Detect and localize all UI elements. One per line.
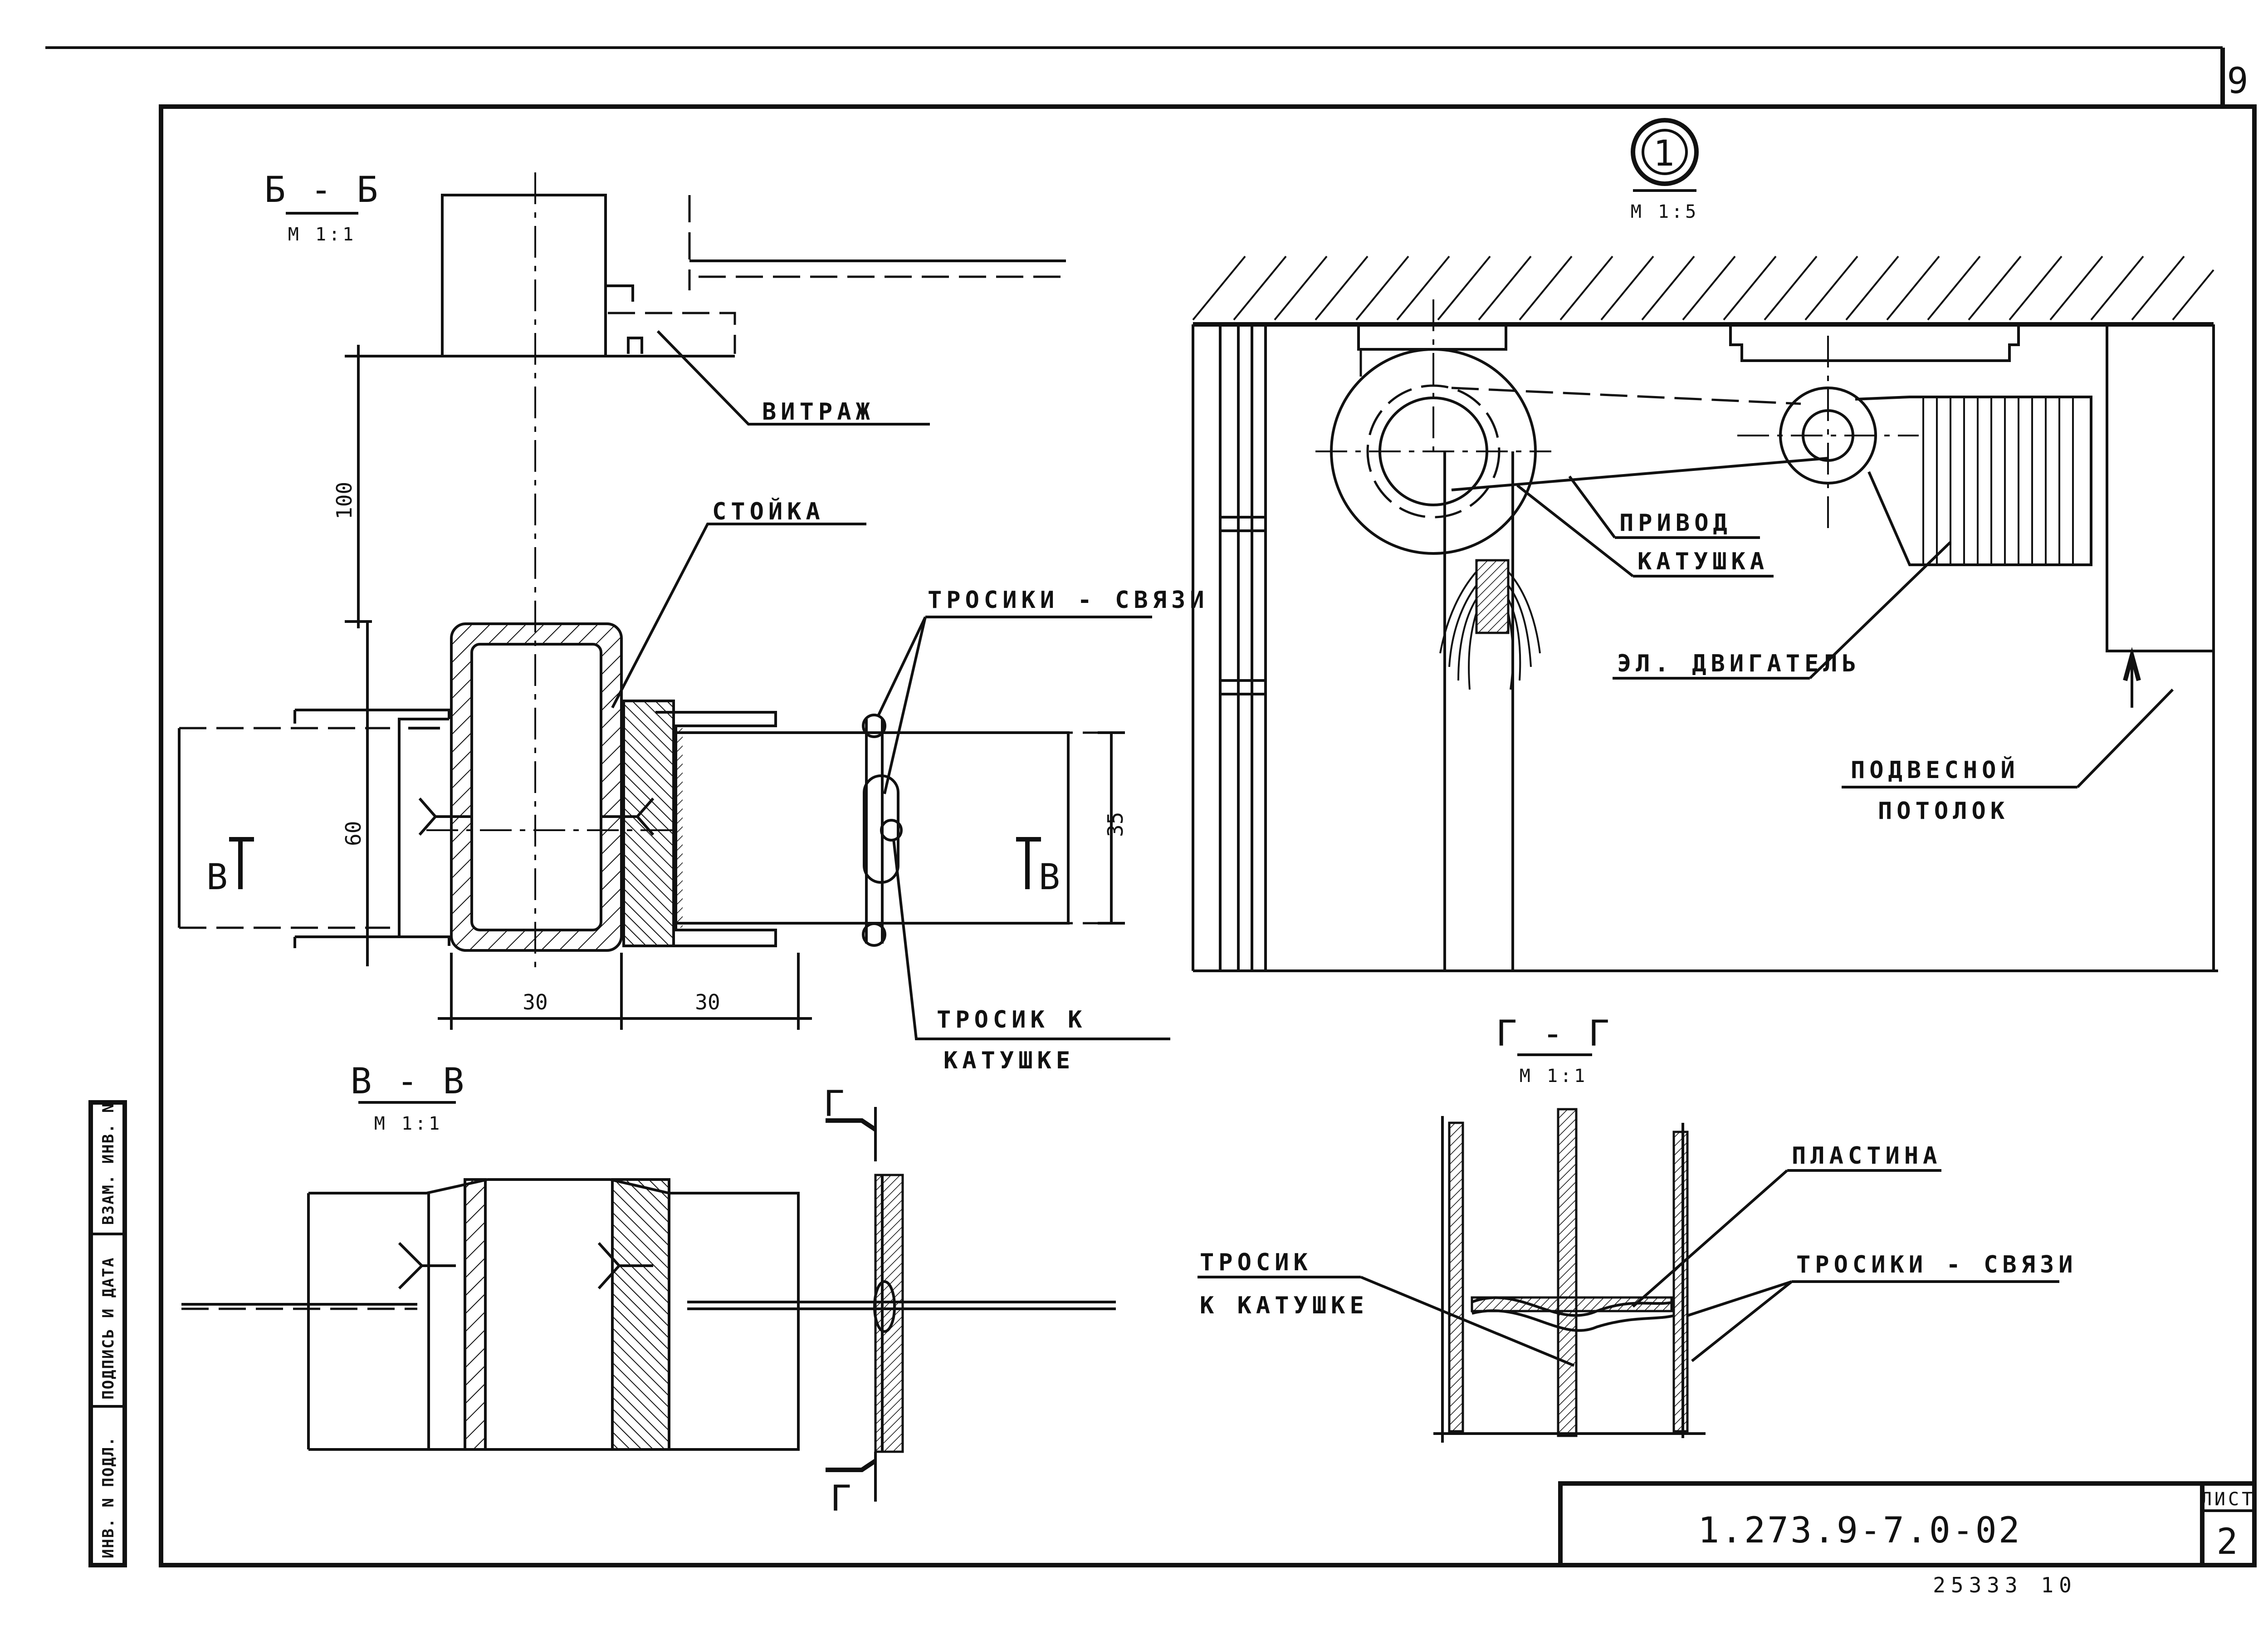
label-plastina: ПЛАСТИНА (1792, 1142, 1941, 1170)
cut-mark-bottom: Г (830, 1478, 853, 1519)
cut-mark-left: В (206, 857, 230, 898)
label-trosiki-svyazi-gg: ТРОСИКИ - СВЯЗИ (1796, 1251, 2077, 1278)
stamp-vzam-inv: ВЗАМ. ИНВ. N (99, 1102, 117, 1225)
detail-marker: 1 (1653, 133, 1677, 174)
stamp-strip: ВЗАМ. ИНВ. N ПОДПИСЬ И ДАТА ИНВ. N ПОДЛ. (88, 1100, 127, 1567)
label-privod: ПРИВОД (1619, 509, 1732, 537)
label-trosiki-svyazi-bb: ТРОСИКИ - СВЯЗИ (928, 587, 1209, 614)
dim-35: 35 (1103, 812, 1128, 837)
dim-30-right: 30 (695, 990, 720, 1014)
dim-100: 100 (332, 482, 357, 519)
detail-1-scale: М 1:5 (1631, 201, 1699, 222)
stamp-inv-podl: ИНВ. N ПОДЛ. (99, 1436, 117, 1558)
label-katushka: КАТУШКА (1637, 548, 1769, 575)
label-potolok: ПОТОЛОК (1878, 798, 2009, 825)
label-vitrazh: ВИТРАЖ (762, 398, 875, 426)
section-bb: Б - Б М 1:1 ВИТРАЖ 100 60 (178, 170, 1209, 1074)
label-k-katushke: К КАТУШКЕ (1200, 1292, 1369, 1319)
dim-30-left: 30 (523, 990, 547, 1014)
section-bb-title: Б - Б (264, 170, 380, 210)
label-trosik-k: ТРОСИК К (937, 1006, 1086, 1033)
page-number: 9 (2227, 61, 2250, 102)
cut-mark-right: В (1039, 857, 1062, 898)
sheet-frame: 9 (45, 46, 2257, 1567)
label-stoyka: СТОЙКА (712, 498, 825, 525)
cut-mark-top: Г (823, 1084, 846, 1125)
section-vv-scale: М 1:1 (374, 1113, 442, 1134)
dim-60: 60 (341, 821, 366, 846)
section-bb-scale: М 1:1 (288, 224, 356, 245)
detail-1: 1 М 1:5 (1192, 118, 2218, 972)
list-label: ЛИСТ (2201, 1489, 2255, 1510)
archive-number: 25333 10 (1933, 1573, 2077, 1597)
doc-code: 1.273.9-7.0-02 (1698, 1510, 2021, 1551)
list-number: 2 (2217, 1522, 2240, 1562)
section-gg: Г - Г М 1:1 ПЛАСТИНА ТРОСИК К КАТУШКЕ ТР… (1198, 1013, 2077, 1443)
label-katushke: КАТУШКЕ (943, 1047, 1075, 1074)
label-trosik: ТРОСИК (1200, 1249, 1312, 1276)
label-podvesnoy: ПОДВЕСНОЙ (1851, 756, 2019, 784)
section-gg-title: Г - Г (1496, 1013, 1612, 1054)
section-vv: В - В М 1:1 Г Г (181, 1061, 1116, 1519)
stamp-podpis-data: ПОДПИСЬ И ДАТА (99, 1257, 117, 1400)
section-vv-title: В - В (351, 1061, 466, 1102)
section-gg-scale: М 1:1 (1520, 1066, 1588, 1087)
title-block: 1.273.9-7.0-02 ЛИСТ 2 25333 10 (1558, 1481, 2257, 1597)
